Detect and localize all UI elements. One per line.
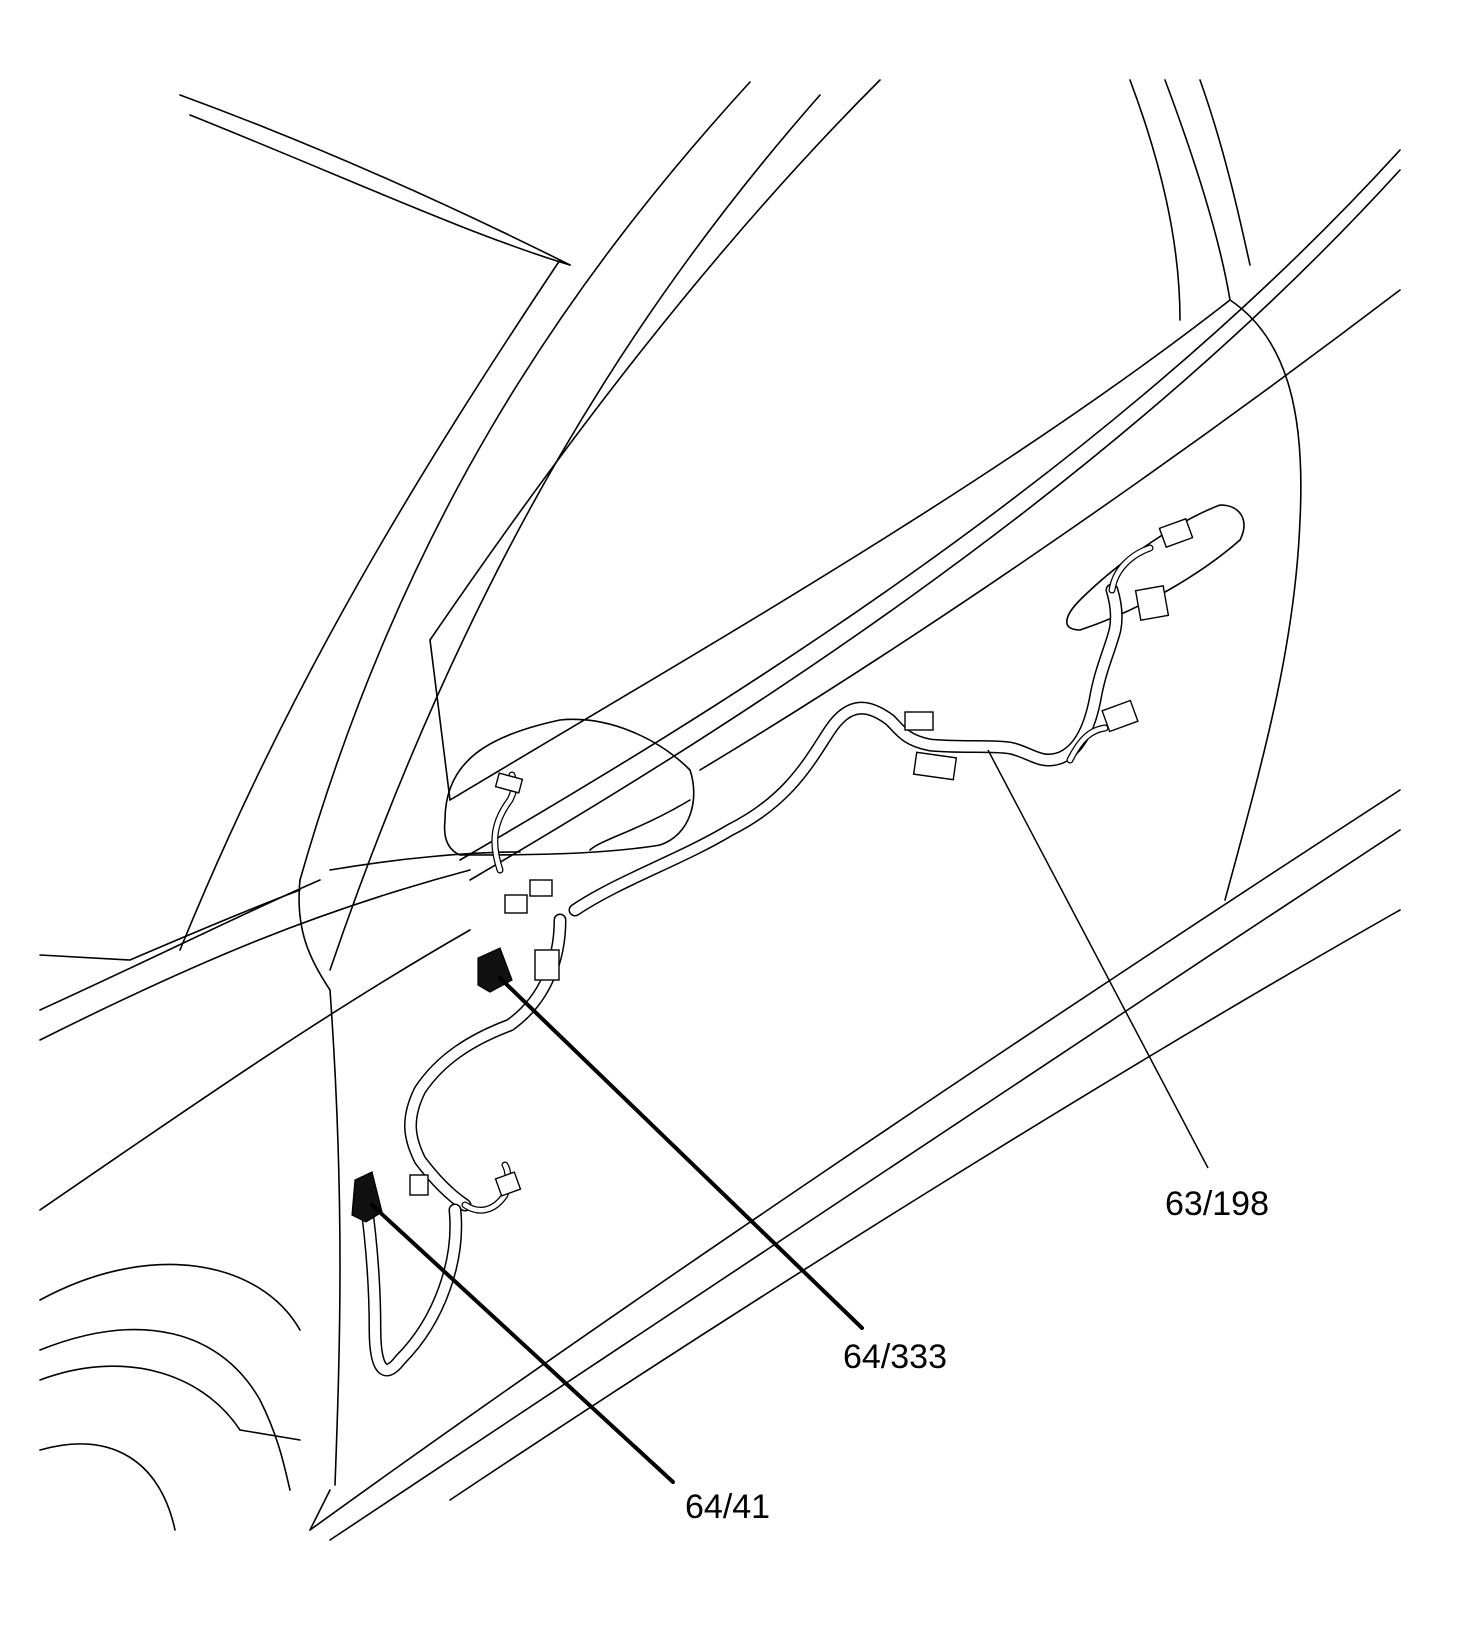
wheel-arch [39,1263,301,1531]
callout-label-63-198: 63/198 [1165,1185,1269,1223]
harness-connectors [409,517,1194,1197]
callout-leaders [370,749,1209,1484]
leader-63-198 [987,749,1209,1169]
callout-label-64-41: 64/41 [685,1488,771,1526]
door-handle [1066,504,1245,631]
leader-64-333 [498,976,864,1330]
main-harness [358,544,1154,1377]
leader-64-41 [370,1203,675,1484]
body-side-lines [39,789,1401,1541]
mirror-housing [329,718,695,871]
a-pillar [179,79,881,971]
window-frame [429,79,1251,801]
callout-label-64-333: 64/333 [843,1338,947,1376]
door-outline [459,149,1401,901]
roof-lines [179,94,571,266]
